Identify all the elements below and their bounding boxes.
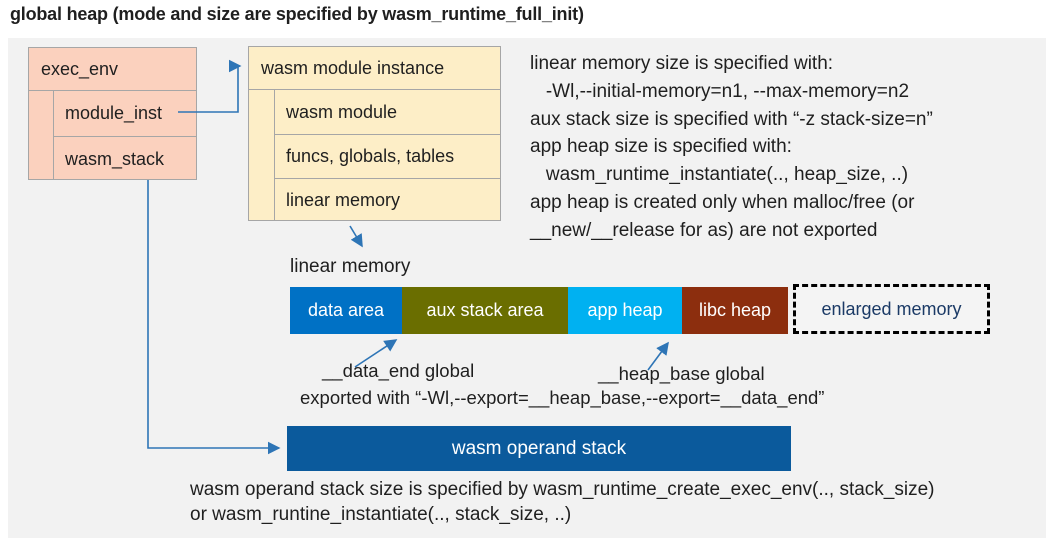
data-end-global-label: __data_end global: [322, 360, 475, 381]
exec-env-indent-strip: [53, 91, 54, 179]
note-line: -Wl,--initial-memory=n1, --max-memory=n2: [530, 80, 910, 102]
wasm-module-instance-title: wasm module instance: [249, 47, 500, 90]
wasm-module-instance-indent-strip: [274, 90, 275, 220]
linear-memory-bar: data area aux stack area app heap libc h…: [290, 287, 788, 334]
linear-memory-notes: linear memory size is specified with: -W…: [530, 50, 1042, 245]
exec-env-field-wasm-stack: wasm_stack: [53, 136, 196, 181]
segment-data-area: data area: [290, 287, 402, 334]
exec-env-box-title: exec_env: [29, 48, 196, 91]
segment-enlarged-memory: enlarged memory: [793, 284, 990, 334]
segment-app-heap: app heap: [568, 287, 682, 334]
wasm-operand-stack-bar: wasm operand stack: [287, 426, 791, 471]
segment-aux-stack-area: aux stack area: [402, 287, 568, 334]
note-line: linear memory size is specified with:: [530, 53, 834, 74]
note-line: app heap is created only when malloc/fre…: [530, 191, 915, 213]
note-line: app heap size is specified with:: [530, 136, 792, 158]
heap-base-global-label: __heap_base global: [598, 363, 765, 384]
wasm-module-instance-box: wasm module instance wasm module funcs, …: [248, 46, 501, 221]
note-line: wasm operand stack size is specified by …: [190, 479, 935, 500]
linear-memory-label: linear memory: [290, 256, 411, 277]
exported-with-label: exported with “-Wl,--export=__heap_base,…: [300, 387, 825, 408]
note-line: wasm_runtime_instantiate(.., heap_size, …: [530, 164, 909, 186]
note-line: or wasm_runtine_instantiate(.., stack_si…: [190, 504, 572, 525]
note-line: aux stack size is specified with “-z sta…: [530, 108, 933, 130]
exec-env-field-module-inst: module_inst: [65, 103, 163, 123]
note-line: __new/__release for as) are not exported: [530, 219, 878, 241]
instance-field-linear-memory: linear memory: [274, 178, 500, 221]
operand-stack-notes: wasm operand stack size is specified by …: [190, 477, 935, 527]
segment-libc-heap: libc heap: [682, 287, 788, 334]
diagram-title: global heap (mode and size are specified…: [10, 4, 584, 24]
instance-field-wasm-module: wasm module: [286, 101, 398, 122]
instance-field-funcs-globals-tables: funcs, globals, tables: [274, 134, 500, 178]
exec-env-box: exec_env module_inst wasm_stack: [28, 47, 197, 180]
